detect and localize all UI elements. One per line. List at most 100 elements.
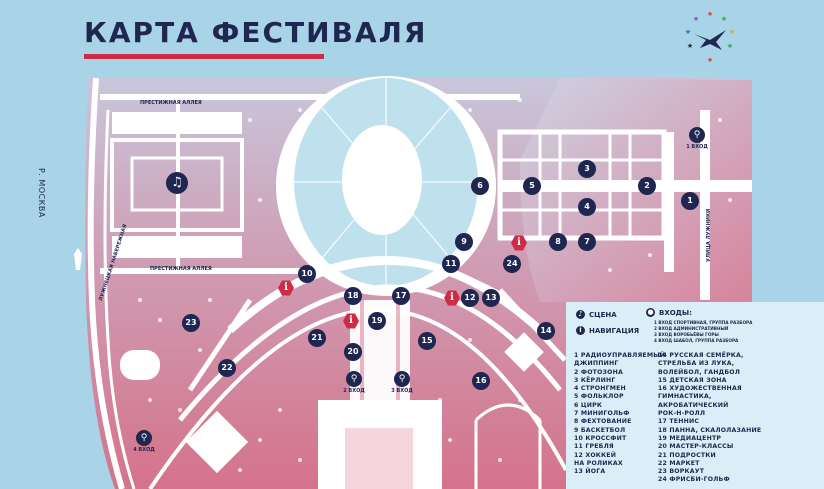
legend-item: 21 ПОДРОСТКИ [658,451,716,459]
street-right: УЛИЦА ЛУЖНИКИ [706,208,712,262]
activity-marker-15[interactable]: 15 [418,332,436,350]
legend-item: 18 ПАННА, СКАЛОЛАЗАНИЕ [658,426,762,434]
activity-marker-19[interactable]: 19 [368,312,386,330]
svg-text:★: ★ [707,56,713,64]
entrance-pin-1[interactable]: ⚲1 ВХОД [679,127,715,150]
info-icon: i [576,326,585,335]
legend-item: 1 РАДИОУПРАВЛЯЕМЫЙ [574,352,666,359]
activity-marker-20[interactable]: 20 [344,343,362,361]
legend-item: АКРОБАТИЧЕСКИЙ [658,401,729,409]
info-icon[interactable]: i [444,290,460,306]
legend-item: 13 ЙОГА [574,468,606,476]
info-icon[interactable]: i [278,280,294,296]
legend-column-2: 14 РУССКАЯ СЕМЁРКА, СТРЕЛЬБА ИЗ ЛУКА, ВО… [658,352,761,485]
legend-item: НА РОЛИКАХ [574,459,623,467]
entrance-pin-label: 2 ВХОД [343,388,365,394]
svg-text:★: ★ [693,15,699,23]
activity-marker-24[interactable]: 24 [503,255,521,273]
music-note-icon: ♪ [576,310,585,319]
legend-item: 5 ФОЛЬКЛОР [574,393,624,401]
activity-marker-4[interactable]: 4 [578,198,596,216]
legend-item: 9 БАСКЕТБОЛ [574,426,626,434]
pin-icon: ● [646,308,655,317]
embankment-road [87,77,125,489]
svg-text:★: ★ [687,42,693,50]
svg-text:★: ★ [707,10,713,18]
svg-text:★: ★ [729,28,735,36]
activity-marker-23[interactable]: 23 [182,314,200,332]
legend-item: ГИМНАСТИКА, [658,393,712,401]
title-underline [84,54,324,59]
street-bottom-alley: ПРЕСТИЖНАЯ АЛЛЕЯ [150,266,212,272]
legend-item: СТРЕЛЬБА ИЗ ЛУКА, [658,360,735,368]
svg-text:★: ★ [685,28,691,36]
boat-icon [74,248,82,270]
legend-item: ВОЛЕЙБОЛ, ГАНДБОЛ [658,368,741,376]
legend-item: 24 ФРИСБИ-ГОЛЬФ [658,476,730,484]
entrance-pin-3[interactable]: ⚲3 ВХОД [384,371,420,394]
legend-entries-title: ВХОДЫ: [659,308,692,317]
activity-marker-22[interactable]: 22 [218,359,236,377]
activity-marker-17[interactable]: 17 [392,287,410,305]
legend-item: 14 РУССКАЯ СЕМЁРКА, [658,352,744,359]
legend-item: 20 МАСТЕР-КЛАССЫ [658,443,734,451]
legend-item: 3 КЁРЛИНГ [574,376,616,384]
entrance-pin-label: 4 ВХОД [133,447,155,453]
legend-item: 17 ТЕННИС [658,418,700,426]
legend-item: 8 ФЕХТОВАНИЕ [574,418,632,426]
legend-item: 7 МИНИГОЛЬФ [574,410,630,418]
pin-icon: ⚲ [136,430,152,446]
legend-stage: ♪ СЦЕНА [576,310,617,319]
pin-icon: ⚲ [689,127,705,143]
entrance-pin-label: 1 ВХОД [686,144,708,150]
activity-marker-13[interactable]: 13 [482,289,500,307]
entry-item: 2 ВХОД АДМИНИСТРАТИВНЫЙ [654,326,729,331]
activity-marker-16[interactable]: 16 [472,372,490,390]
activity-marker-14[interactable]: 14 [537,322,555,340]
svg-text:★: ★ [721,15,727,23]
activity-marker-10[interactable]: 10 [298,265,316,283]
music-note-icon[interactable]: ♫ [166,172,188,194]
activity-marker-18[interactable]: 18 [344,287,362,305]
entrance-pin-label: 3 ВХОД [391,388,413,394]
legend-item: 23 ВОРКАУТ [658,468,705,476]
legend-item: 16 ХУДОЖЕСТВЕННАЯ [658,385,742,393]
entrance-pin-4[interactable]: ⚲4 ВХОД [126,430,162,453]
activity-marker-5[interactable]: 5 [523,177,541,195]
legend-item: 11 ГРЕБЛЯ [574,443,614,451]
info-icon[interactable]: i [511,235,527,251]
activity-marker-6[interactable]: 6 [471,177,489,195]
activity-marker-7[interactable]: 7 [578,233,596,251]
legend-nav: i НАВИГАЦИЯ [576,326,639,335]
activity-marker-8[interactable]: 8 [549,233,567,251]
svg-text:★: ★ [727,42,733,50]
legend-item: 12 ХОККЕЙ [574,451,617,459]
legend-item: РОК-Н-РОЛЛ [658,410,706,418]
pin-icon: ⚲ [394,371,410,387]
page-title: КАРТА ФЕСТИВАЛЯ [84,16,428,49]
info-icon[interactable]: i [343,313,359,329]
activity-marker-11[interactable]: 11 [442,255,460,273]
activity-marker-3[interactable]: 3 [578,160,596,178]
activity-marker-12[interactable]: 12 [461,289,479,307]
entrance-pin-2[interactable]: ⚲2 ВХОД [336,371,372,394]
legend-item: ДЖИППИНГ [574,360,619,368]
stadium-field [342,125,422,235]
legend-item: 6 ЦИРК [574,401,603,409]
street-top-alley: ПРЕСТИЖНАЯ АЛЛЕЯ [140,100,202,106]
entry-item: 3 ВХОД ВОРОБЬЁВЫ ГОРЫ [654,332,719,337]
activity-marker-1[interactable]: 1 [681,192,699,210]
legend-entries: ● ВХОДЫ: [646,308,692,317]
activity-marker-9[interactable]: 9 [455,233,473,251]
entry-item: 4 ВХОД ШАБОЛ, ГРУППА РАЗБОРА [654,338,739,343]
legend-item: 19 МЕДИАЦЕНТР [658,434,722,442]
river-label: Р. МОСКВА [37,168,46,218]
swallow-logo-icon: ★ ★ ★ ★ ★ ★ ★ ★ [685,10,735,64]
activity-marker-21[interactable]: 21 [308,329,326,347]
legend-stage-label: СЦЕНА [589,310,617,319]
legend-item: 22 МАРКЕТ [658,459,700,467]
legend-nav-label: НАВИГАЦИЯ [589,326,640,335]
pin-icon: ⚲ [346,371,362,387]
activity-marker-2[interactable]: 2 [638,177,656,195]
